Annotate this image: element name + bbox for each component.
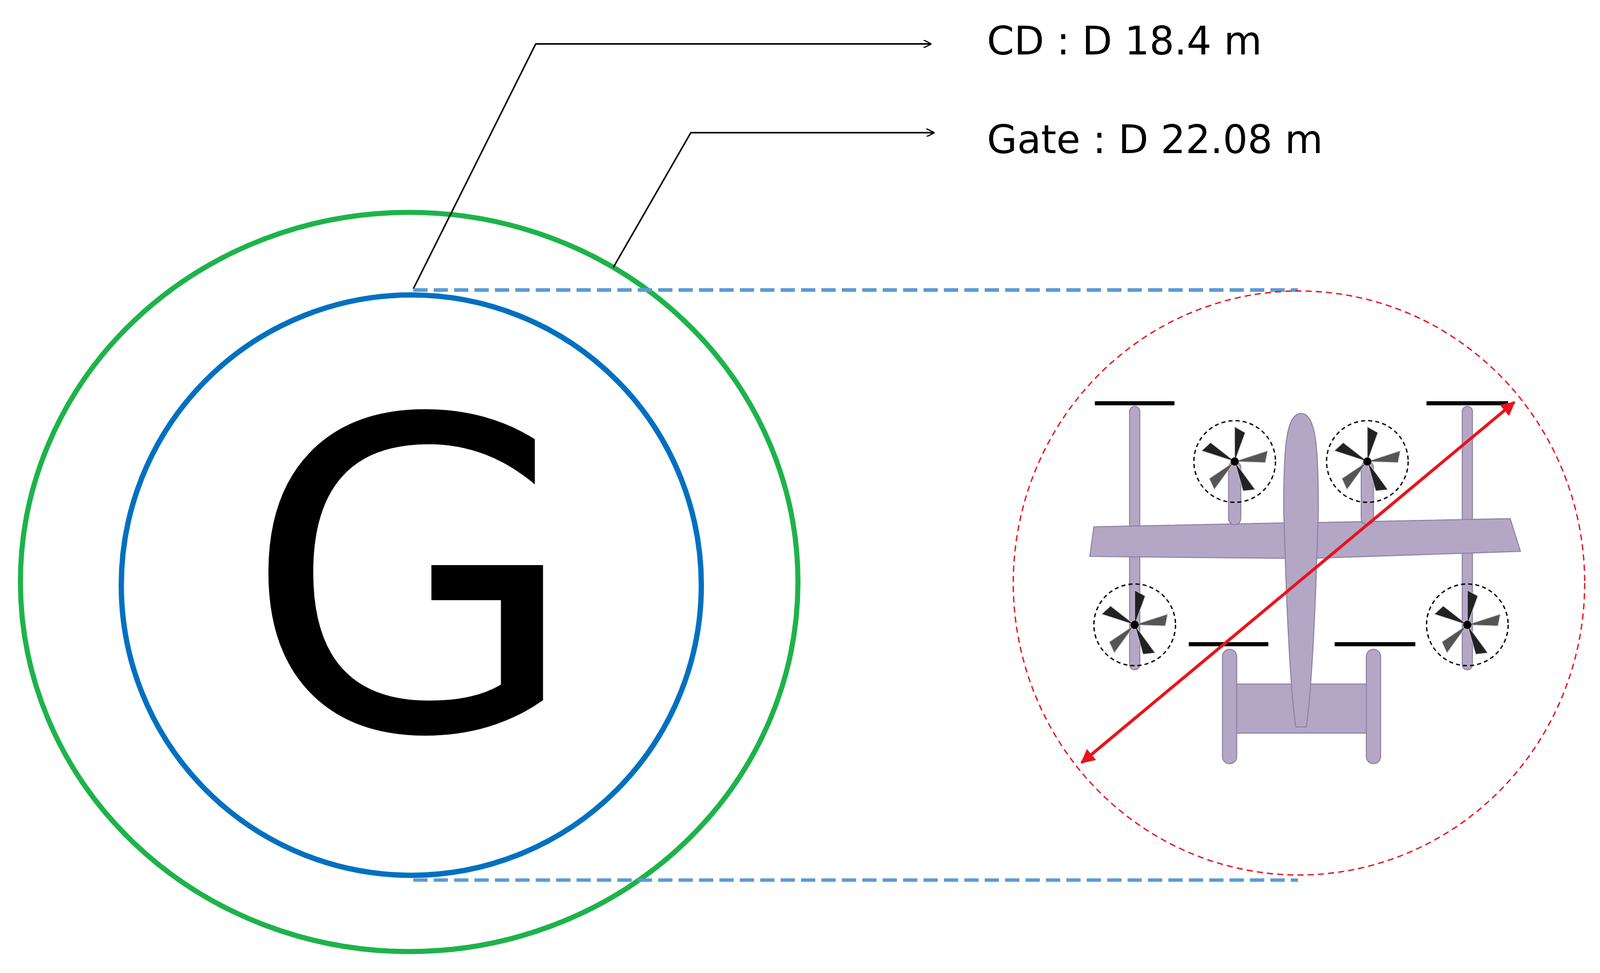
projection-line [413, 288, 1299, 292]
aircraft [1089, 406, 1521, 764]
gate-circle [20, 212, 798, 951]
node-letter: G [244, 364, 579, 796]
dimension-label: Gate : D 22.08 m [986, 120, 1323, 160]
aircraft-circle [1013, 290, 1585, 875]
leader-line [613, 132, 934, 268]
propeller-bar [1094, 403, 1509, 644]
dimension-label: CD : D 18.4 m [986, 21, 1263, 61]
dimension-arrow [1081, 402, 1515, 763]
cd-circle: G [116, 290, 707, 880]
projection-line [413, 878, 1299, 882]
